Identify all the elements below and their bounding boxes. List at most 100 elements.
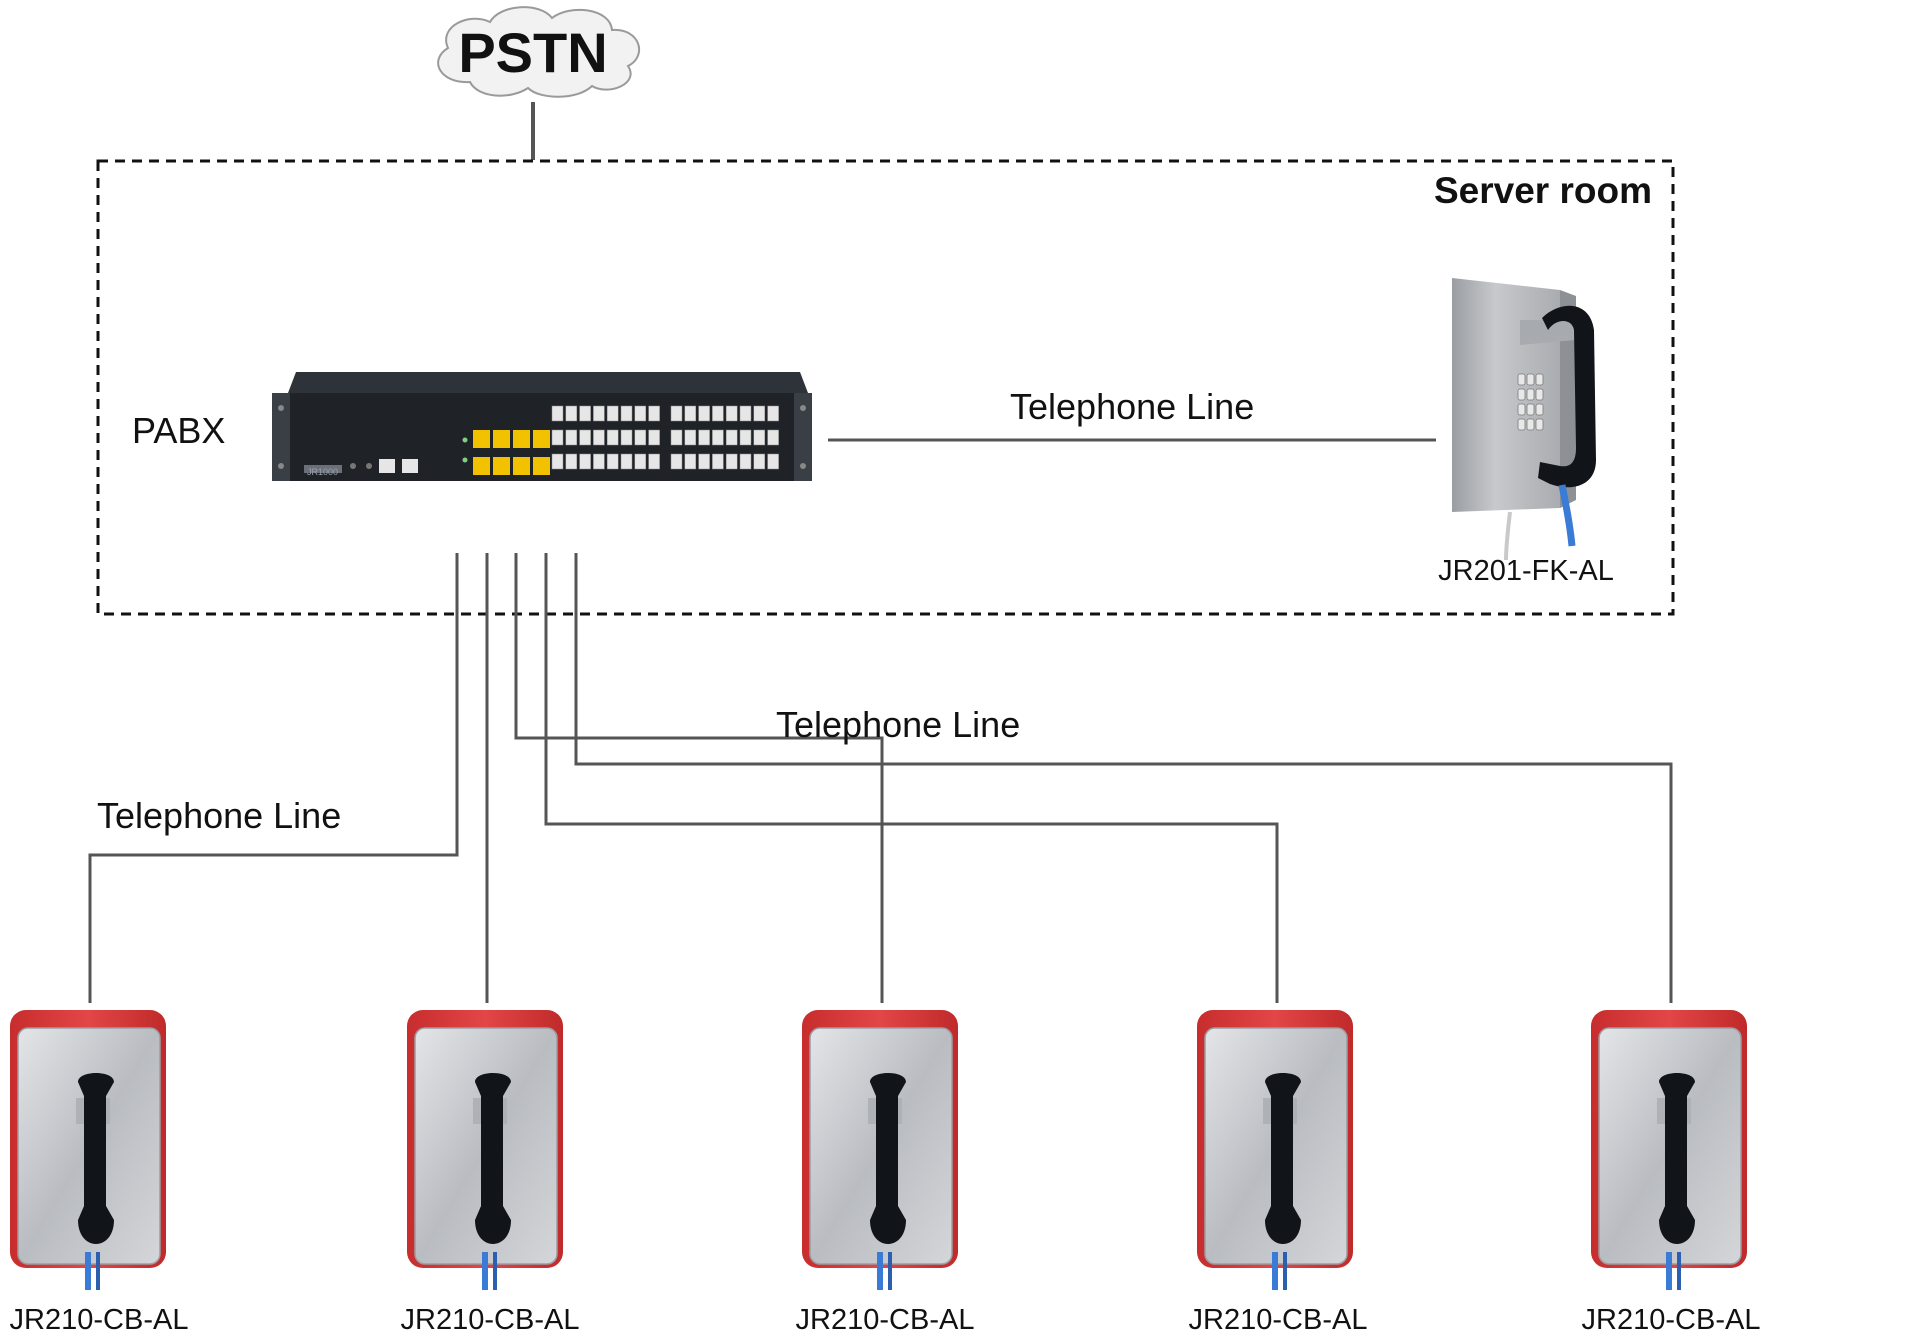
pabx-label: PABX [132,410,226,451]
extension-port [753,405,766,422]
extension-port [698,453,710,470]
field-phone-model-label: JR210-CB-AL [400,1304,580,1336]
extension-port [739,429,752,446]
extension-port [579,453,591,470]
trunk-port [513,457,530,475]
extension-port [753,453,766,470]
extension-port [620,405,633,422]
handset-icon [870,1073,906,1244]
trunk-port [533,430,550,448]
extension-port [767,405,779,422]
field-phone [802,1010,958,1290]
extension-port [753,429,766,446]
feed-lines [88,553,1673,1003]
key-button [1526,403,1535,416]
extension-port [579,429,591,446]
trunk-port [513,430,530,448]
extension-port [620,429,633,446]
extension-port [593,453,605,470]
telephone-line-label: Telephone Line [97,795,342,836]
extension-port [725,405,738,422]
trunk-port [533,457,550,475]
telephone-line [88,553,459,1003]
server-phone-model-label: JR201-FK-AL [1438,555,1614,587]
field-phone [10,1010,166,1290]
telephone-line-label: Telephone Line [1010,386,1255,427]
telephone-line [544,553,1279,1003]
key-button [1517,373,1526,386]
field-phones [10,1010,1747,1290]
key-button [1535,418,1544,431]
extension-port [725,453,738,470]
telephone-line [574,553,1673,1003]
field-phone [1197,1010,1353,1290]
extension-port [712,429,724,446]
extension-port [698,429,710,446]
key-button [1517,403,1526,416]
trunk-port [473,457,490,475]
extension-port [551,429,564,446]
field-phone [407,1010,563,1290]
key-button [1517,418,1526,431]
pstn-cloud-icon [437,6,640,98]
extension-port [670,429,683,446]
handset-icon [78,1073,114,1244]
key-button [1535,403,1544,416]
key-button [1535,373,1544,386]
extension-port [648,429,660,446]
extension-port [634,429,647,446]
handset-icon [475,1073,511,1244]
server-room-label: Server room [1434,170,1652,211]
trunk-port-bank [473,430,550,475]
extension-port [712,405,724,422]
extension-port [684,405,697,422]
key-button [1517,388,1526,401]
extension-port [579,405,591,422]
pabx-model-text: JR1000 [307,467,338,477]
extension-port [593,405,605,422]
pstn-label: PSTN [458,21,608,84]
extension-port [593,429,605,446]
key-button [1526,418,1535,431]
field-phone-model-label: JR210-CB-AL [795,1304,975,1336]
telephone-line [514,553,884,1003]
extension-port [551,405,564,422]
field-phone-model-label: JR210-CB-AL [1188,1304,1368,1336]
keypad-icon [1517,373,1544,431]
handset-icon [1265,1073,1301,1244]
key-button [1526,388,1535,401]
extension-port [606,405,619,422]
extension-port [620,453,633,470]
extension-port [565,429,578,446]
extension-port [684,429,697,446]
extension-port [606,453,619,470]
key-button [1526,373,1535,386]
extension-port [767,453,779,470]
telephone-line-label: Telephone Line [776,704,1021,745]
extension-port [565,405,578,422]
extension-port [712,453,724,470]
extension-port [739,453,752,470]
field-phone-model-label: JR210-CB-AL [9,1304,189,1336]
extension-port [648,453,660,470]
field-phone [1591,1010,1747,1290]
key-button [1535,388,1544,401]
extension-port [606,429,619,446]
pabx-unit: JR1000 [272,372,812,481]
trunk-port [473,430,490,448]
server-room-boundary [96,159,1675,616]
extension-port [767,429,779,446]
extension-port [648,405,660,422]
extension-port [698,405,710,422]
extension-port [670,405,683,422]
extension-port-bank [551,405,779,470]
field-phone-model-label: JR210-CB-AL [1581,1304,1761,1336]
extension-port [634,453,647,470]
extension-port [670,453,683,470]
handset-icon [1659,1073,1695,1244]
trunk-port [493,430,510,448]
extension-port [565,453,578,470]
extension-port [725,429,738,446]
